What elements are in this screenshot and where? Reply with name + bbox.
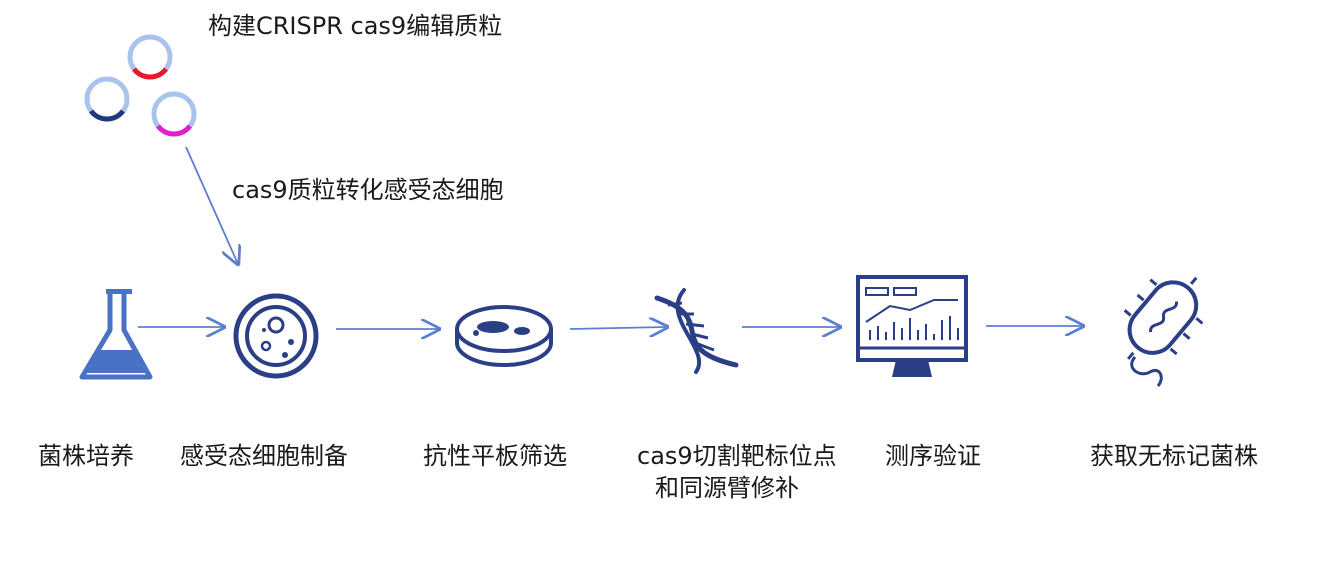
step-label-sequencing: 测序验证 xyxy=(885,442,981,470)
petri-dish-icon xyxy=(455,305,553,367)
plasmid-construction-note: 构建CRISPR cas9编辑质粒 xyxy=(208,12,503,40)
cell-icon xyxy=(233,293,319,379)
plasmid-icon xyxy=(151,91,197,137)
step-label-markerless-strain: 获取无标记菌株 xyxy=(1090,442,1258,470)
bacterium-icon xyxy=(1123,276,1204,387)
dna-icon xyxy=(654,288,739,374)
step-label-strain-culture: 菌株培养 xyxy=(38,442,134,470)
plasmid-icon xyxy=(127,34,173,80)
plasmid-icon xyxy=(84,76,130,122)
arrow-transform xyxy=(185,146,238,264)
flask-icon xyxy=(79,289,153,380)
monitor-chart-icon xyxy=(856,275,968,377)
step-label-cas9-cutting: cas9切割靶标位点 xyxy=(637,442,837,470)
transformation-note: cas9质粒转化感受态细胞 xyxy=(232,176,504,204)
step-label-homology-repair: 和同源臂修补 xyxy=(655,474,799,502)
step-label-plate-screening: 抗性平板筛选 xyxy=(423,442,567,470)
step-label-competent-cell-prep: 感受态细胞制备 xyxy=(180,442,348,470)
arrow-3 xyxy=(569,327,667,329)
